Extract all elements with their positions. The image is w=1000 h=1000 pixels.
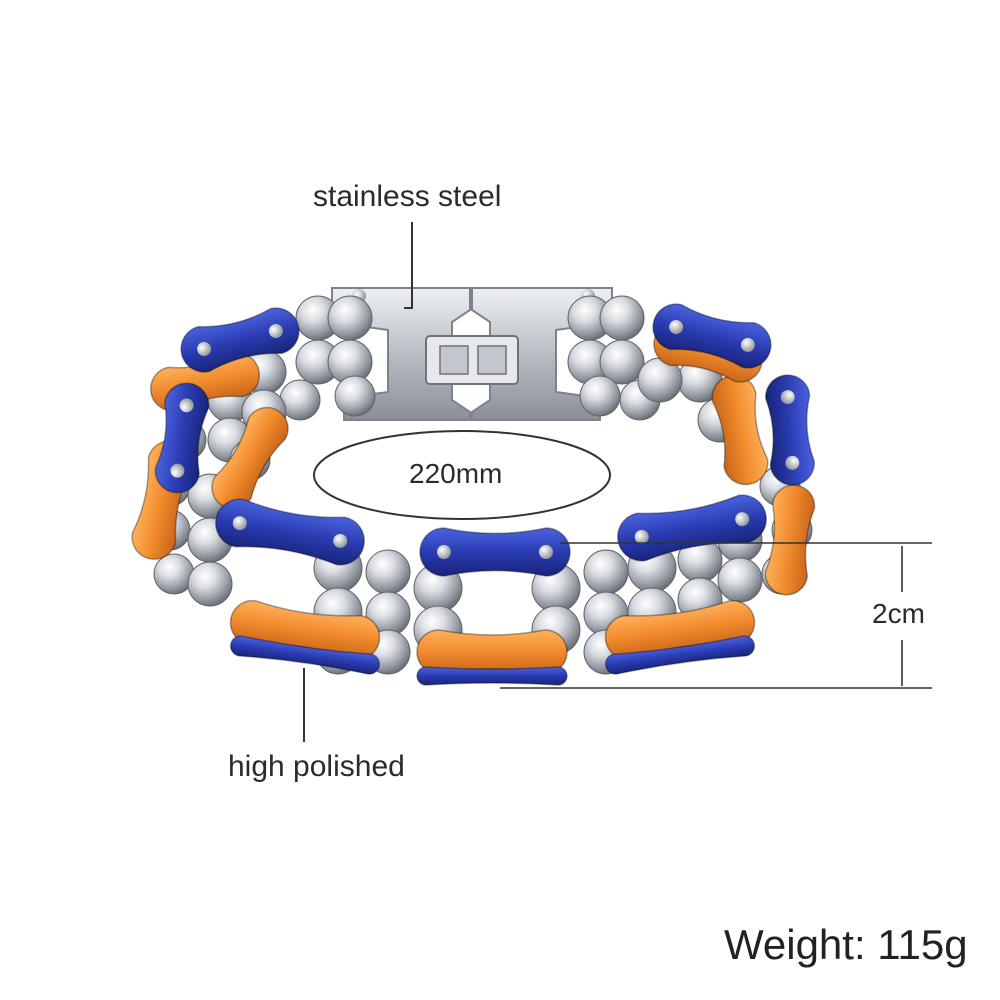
orange-links [131,321,816,675]
blue-plate [154,382,210,494]
steel-ball [334,375,376,417]
steel-ball [717,557,763,603]
blue-plate-body [154,382,210,494]
steel-ball [365,549,411,595]
steel-ball [583,549,629,595]
blue-plate [229,635,381,675]
blue-plate [764,374,816,486]
rivet-pin [170,463,185,478]
orange-plate [764,484,816,596]
annotations [303,222,932,742]
blue-plate [416,666,568,686]
blue-plate [180,307,300,373]
weight-label: Weight: 115g [724,921,968,968]
rivet-pin [785,455,800,470]
blue-plate-body [652,303,772,369]
blue-plate [604,635,756,675]
blue-plate-body [215,498,365,566]
blue-plate [617,494,767,562]
blue-plate-body [764,374,816,486]
rivet-pin [197,341,212,356]
steel-ball [599,339,645,385]
rivet-pin [780,390,795,405]
orange-plate-body [764,484,816,596]
rivet-pin [669,320,684,335]
blue-plate-body [416,666,568,686]
rivet-pin [634,529,649,544]
rivet-pin [232,516,247,531]
rivet-pin [539,545,553,559]
blue-plate [419,527,571,577]
blue-plate-body [229,635,381,675]
blue-plate [215,498,365,566]
length-label: 220mm [409,458,503,489]
rivet-pin [179,398,194,413]
material-label: stainless steel [313,180,502,213]
blue-plate-body [419,527,571,577]
rivet-pin [268,324,283,339]
rivet-pin [740,337,755,352]
steel-ball [187,561,233,607]
finish-label: high polished [228,750,405,783]
rivet-pin [333,533,348,548]
steel-ball [579,375,621,417]
length-ellipse [313,430,611,520]
rivet-pin [735,512,750,527]
steel-leader-line [404,222,413,309]
rivet-pin [437,545,451,559]
blue-plate-body [180,307,300,373]
blue-plate [652,303,772,369]
blue-links [154,303,816,686]
steel-ball [327,295,373,341]
width-label: 2cm [872,598,925,629]
steel-ball [599,295,645,341]
blue-plate-body [604,635,756,675]
